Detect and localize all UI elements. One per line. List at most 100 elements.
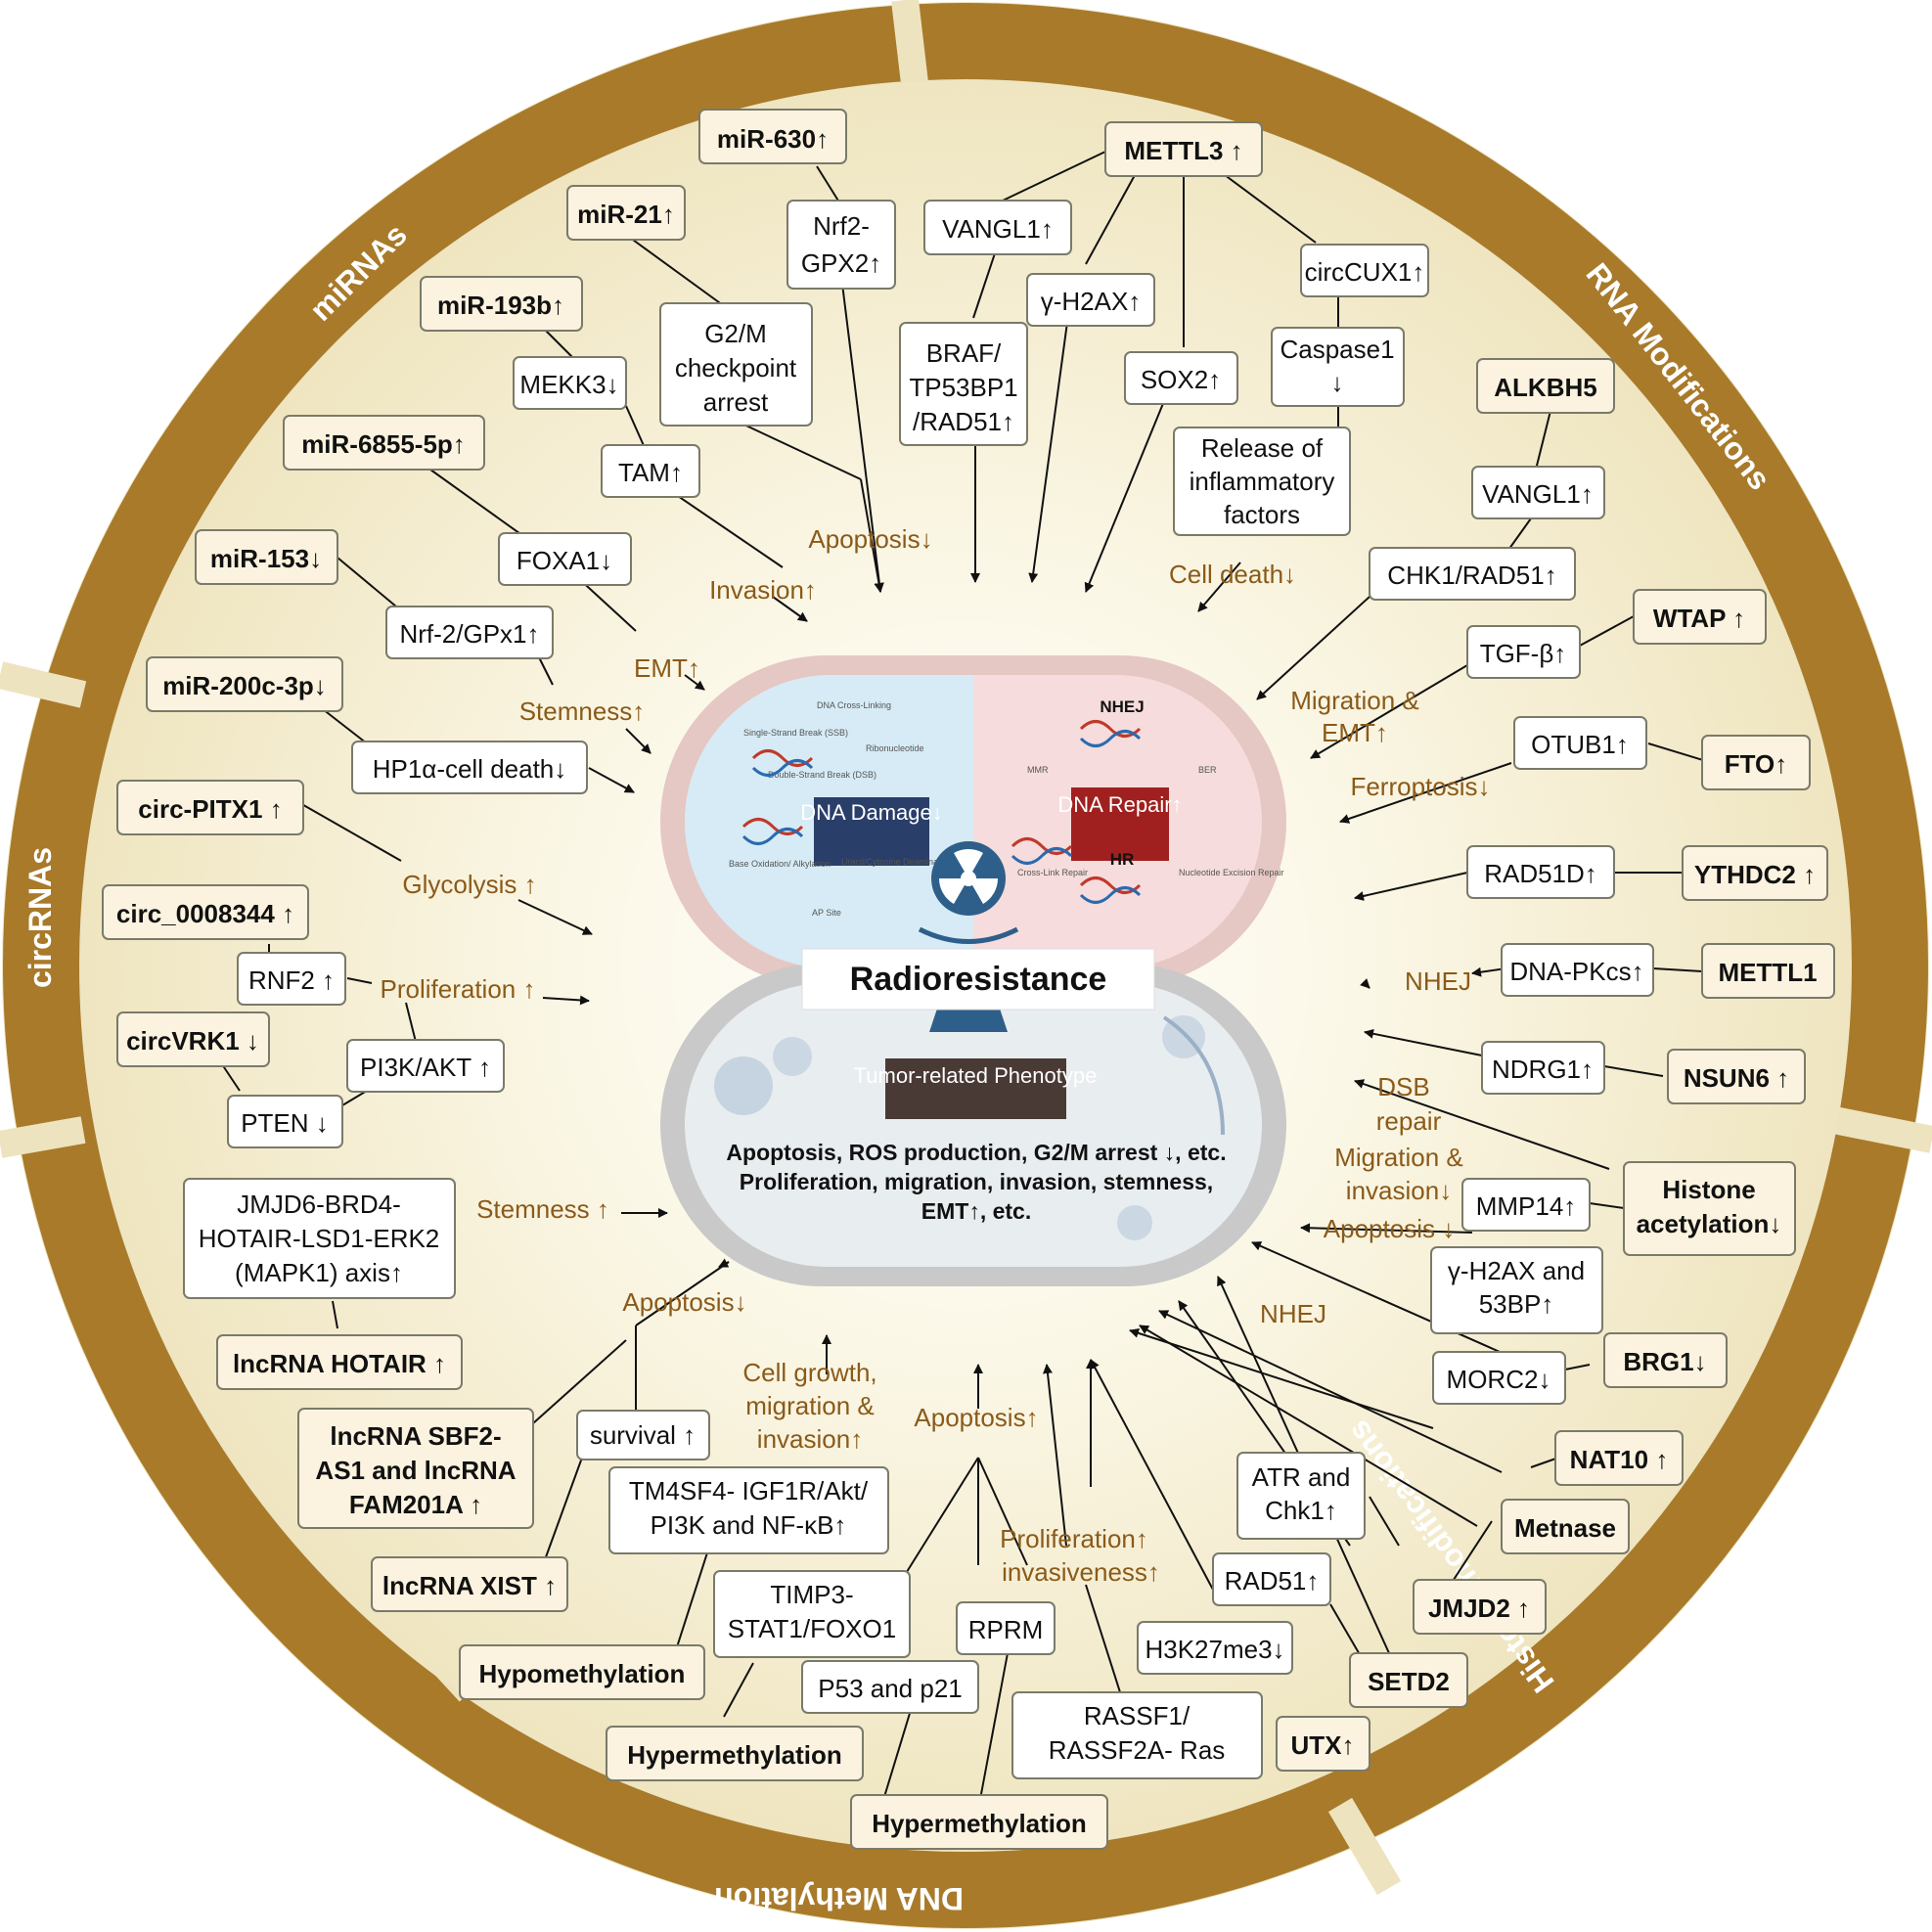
survival: survival ↑ — [590, 1420, 696, 1450]
hypomethylation: Hypomethylation — [479, 1659, 686, 1688]
phenotype-line2: Proliferation, migration, invasion, stem… — [740, 1169, 1213, 1194]
gh2ax-53bp-line1: γ-H2AX and — [1448, 1256, 1585, 1285]
rprm: RPRM — [968, 1615, 1044, 1644]
utx-box — [1276, 1716, 1370, 1772]
mirna-nodes: miR-630↑ miR-21↑ miR-193b↑ miR-6855-5p↑ … — [146, 109, 933, 794]
tumor-phenotype-label: Tumor-related Phenotype — [854, 1063, 1098, 1088]
mmp14-box — [1461, 1178, 1591, 1232]
hypermethylation-a-box — [606, 1726, 864, 1781]
mir200c: miR-200c-3p↓ — [162, 671, 327, 700]
outer-ring — [3, 3, 1928, 1928]
tgfb: TGF-β↑ — [1480, 639, 1567, 668]
rad51d-box — [1466, 845, 1615, 899]
ap-site-small-label: AP Site — [812, 908, 841, 918]
ssb-small-label: Single-Strand Break (SSB) — [743, 728, 848, 738]
mir6855: miR-6855-5p↑ — [301, 429, 466, 459]
xist-box — [371, 1556, 568, 1612]
alkbh5: ALKBH5 — [1494, 373, 1596, 402]
mettl3: METTL3 ↑ — [1124, 136, 1242, 165]
rnamod-migemt-line2: EMT↑ — [1322, 718, 1388, 747]
atr-box — [1236, 1452, 1366, 1540]
gh2ax-53bp-box — [1430, 1246, 1603, 1334]
pten-box — [227, 1095, 343, 1148]
brg1-box — [1603, 1332, 1728, 1388]
release-line1: Release of — [1201, 433, 1324, 463]
rnamod-migemt-line1: Migration & — [1290, 686, 1419, 715]
histone-dsb-line1: DSB — [1377, 1072, 1429, 1101]
histone-apoptosis: Apoptosis ↓ — [1324, 1214, 1455, 1243]
mir200c-box — [146, 656, 343, 712]
mir153-box — [195, 529, 338, 585]
rad51-box — [1212, 1552, 1331, 1606]
jmjd6-line1: JMJD6-BRD4- — [237, 1190, 401, 1219]
dnapkcs: DNA-PKcs↑ — [1509, 957, 1643, 986]
jmjd6-box — [183, 1178, 456, 1299]
hp1a: HP1α-cell death↓ — [373, 754, 567, 784]
gh2ax-box — [1026, 273, 1155, 327]
histone-mig-line2: invasion↓ — [1346, 1176, 1452, 1205]
timp3-line1: TIMP3- — [770, 1580, 853, 1609]
nrf2-gpx2-line2: GPX2↑ — [801, 248, 881, 278]
ribonucleotide-small-label: Ribonucleotide — [866, 743, 924, 753]
circ-0008344: circ_0008344 ↑ — [116, 899, 294, 928]
mettl3-box — [1104, 121, 1263, 177]
rnamod-ferroptosis: Ferroptosis↓ — [1350, 772, 1490, 801]
dna-damage-label-bg — [814, 797, 929, 866]
dsb-small-label: Double-Strand Break (DSB) — [768, 770, 876, 780]
lnc-apoptosis: Apoptosis↓ — [622, 1287, 746, 1317]
gh2ax-53bp-line2: 53BP↑ — [1479, 1289, 1554, 1319]
pi3k: PI3K/AKT ↑ — [360, 1053, 491, 1082]
g2m-line3: arrest — [703, 387, 769, 417]
jmjd6-line3: (MAPK1) axis↑ — [235, 1258, 403, 1287]
vangl1b-box — [1471, 466, 1605, 519]
rassf-line1: RASSF1/ — [1084, 1701, 1191, 1730]
rassf-box — [1011, 1691, 1263, 1779]
setd2: SETD2 — [1368, 1667, 1450, 1696]
wtap: WTAP ↑ — [1653, 604, 1745, 633]
g2m-line1: G2/M — [704, 319, 767, 348]
metnase: Metnase — [1514, 1513, 1616, 1543]
braf-box — [899, 322, 1028, 446]
caspase-line2: ↓ — [1331, 368, 1344, 397]
morc2: MORC2↓ — [1447, 1365, 1551, 1394]
h3k27: H3K27me3↓ — [1145, 1635, 1284, 1664]
meth-apoptosis: Apoptosis↑ — [914, 1403, 1038, 1432]
ndrg1-box — [1481, 1041, 1605, 1095]
hotair: lncRNA HOTAIR ↑ — [233, 1349, 446, 1378]
xist: lncRNA XIST ↑ — [382, 1571, 557, 1600]
mettl1: METTL1 — [1718, 958, 1817, 987]
ber-small-label: BER — [1198, 765, 1217, 775]
sox2: SOX2↑ — [1141, 365, 1221, 394]
sbf2-box — [297, 1408, 534, 1529]
chk1: CHK1/RAD51↑ — [1387, 561, 1556, 590]
survival-box — [576, 1410, 710, 1460]
circux1: circCUX1↑ — [1305, 257, 1425, 287]
meth-proliferation-line1: Proliferation↑ — [1000, 1524, 1148, 1553]
rnamod-nhej: NHEJ — [1405, 966, 1471, 996]
circvrk1: circVRK1 ↓ — [126, 1026, 259, 1056]
nhej-label: NHEJ — [1100, 697, 1144, 716]
mir153: miR-153↓ — [210, 544, 322, 573]
mmp14: MMP14↑ — [1476, 1191, 1577, 1221]
release-box — [1173, 427, 1351, 536]
dna-repair-label-bg — [1071, 787, 1169, 861]
circ-glycolysis: Glycolysis ↑ — [402, 870, 536, 899]
rna-modification-nodes: METTL3 ↑ VANGL1↑ γ-H2AX↑ circCUX1↑ BRAF/… — [899, 121, 1835, 1104]
g2m-box — [659, 302, 813, 427]
section-lncrnas: lncRNAs — [116, 1545, 223, 1670]
chk1-box — [1369, 547, 1576, 601]
ythdc2-box — [1682, 845, 1828, 901]
circux1-box — [1300, 244, 1429, 297]
atr-line2: Chk1↑ — [1265, 1496, 1337, 1525]
rnf2-box — [237, 952, 346, 1006]
g2m-line2: checkpoint — [675, 353, 797, 382]
release-line3: factors — [1224, 500, 1300, 529]
mir21: miR-21↑ — [577, 200, 675, 229]
meth-cellgrowth-line1: Cell growth, — [742, 1358, 876, 1387]
jmjd6-line2: HOTAIR-LSD1-ERK2 — [199, 1224, 440, 1253]
ner-small-label: Nucleotide Excision Repair — [1179, 868, 1284, 877]
rassf-line2: RASSF2A- Ras — [1049, 1735, 1226, 1765]
rnamod-celldeath: Cell death↓ — [1169, 560, 1296, 589]
pi3k-box — [346, 1039, 505, 1093]
